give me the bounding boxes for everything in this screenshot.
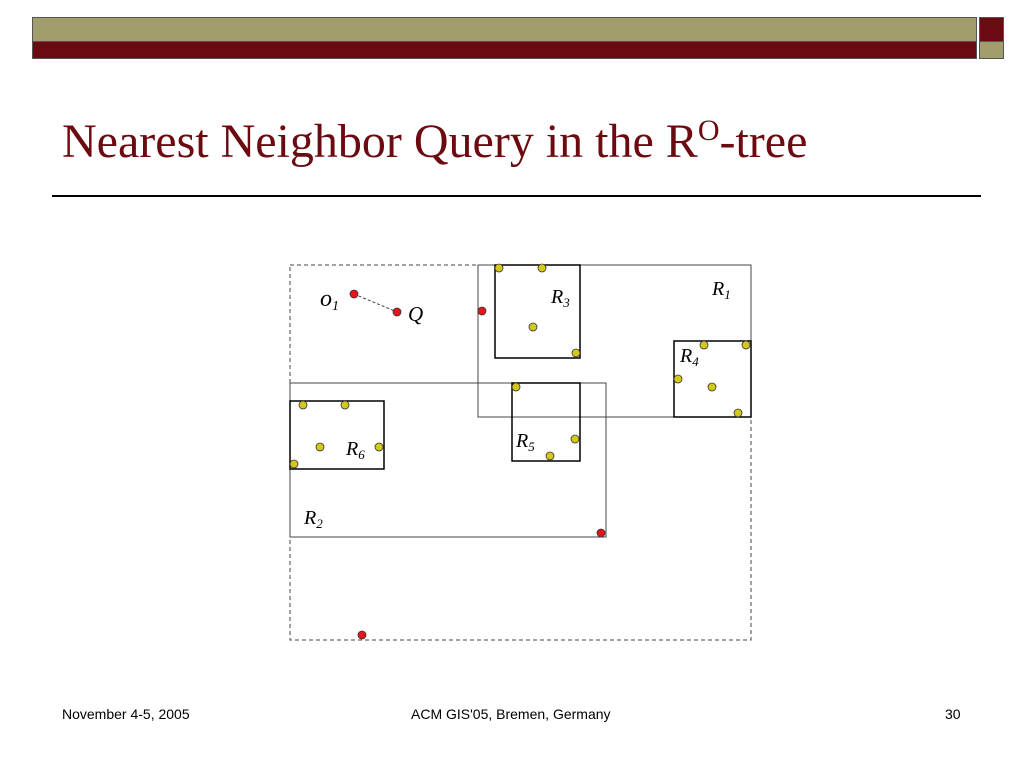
point-r3-c	[528, 322, 538, 332]
label-Q: Q	[408, 302, 423, 326]
title-underline	[52, 195, 981, 197]
point-r5-a	[511, 382, 521, 392]
footer-date: November 4-5, 2005	[62, 706, 190, 722]
point-r5-b	[570, 434, 580, 444]
header-bar-olive	[32, 17, 977, 42]
point-r6-d	[374, 442, 384, 452]
point-Q	[392, 307, 402, 317]
title-text: Nearest Neighbor Query in the R	[62, 115, 698, 168]
red-points	[349, 289, 606, 640]
point-r6-a	[298, 400, 308, 410]
label-R3: R3	[550, 286, 570, 310]
point-o1	[349, 289, 359, 299]
point-red-bottom	[357, 630, 367, 640]
rect-R5	[511, 382, 581, 462]
slide-title: Nearest Neighbor Query in the RO-tree	[62, 115, 808, 168]
label-o1: o1	[320, 286, 339, 314]
header-square-olive	[979, 42, 1004, 59]
header-bar-maroon	[32, 42, 977, 59]
point-r6-e	[289, 459, 299, 469]
label-R2: R2	[303, 507, 323, 531]
footer-page-number: 30	[945, 706, 961, 722]
point-r3-b	[537, 263, 547, 273]
point-r4-a	[699, 340, 709, 350]
point-r4-c	[673, 374, 683, 384]
label-R6: R6	[345, 438, 365, 462]
label-R5: R5	[515, 430, 535, 454]
point-r4-b	[741, 340, 751, 350]
point-r4-d	[707, 382, 717, 392]
label-R1: R1	[711, 278, 731, 302]
point-r3-a	[494, 263, 504, 273]
point-r4-e	[733, 408, 743, 418]
point-r5-c	[545, 451, 555, 461]
point-r6-c	[315, 442, 325, 452]
title-suffix: -tree	[719, 115, 808, 168]
point-r3-d	[571, 348, 581, 358]
label-R4: R4	[679, 345, 699, 369]
point-red-r2-corner	[596, 528, 606, 538]
point-red-r1-edge	[477, 306, 487, 316]
rect-R2	[289, 382, 607, 538]
rect-R6	[289, 400, 385, 470]
rect-R3	[494, 264, 581, 359]
footer-venue: ACM GIS'05, Bremen, Germany	[411, 706, 611, 722]
point-r6-b	[340, 400, 350, 410]
o1-to-q-dashed-line	[353, 293, 398, 313]
header-square-maroon	[979, 17, 1004, 42]
yellow-points	[289, 263, 751, 469]
title-superscript: O	[697, 114, 720, 147]
